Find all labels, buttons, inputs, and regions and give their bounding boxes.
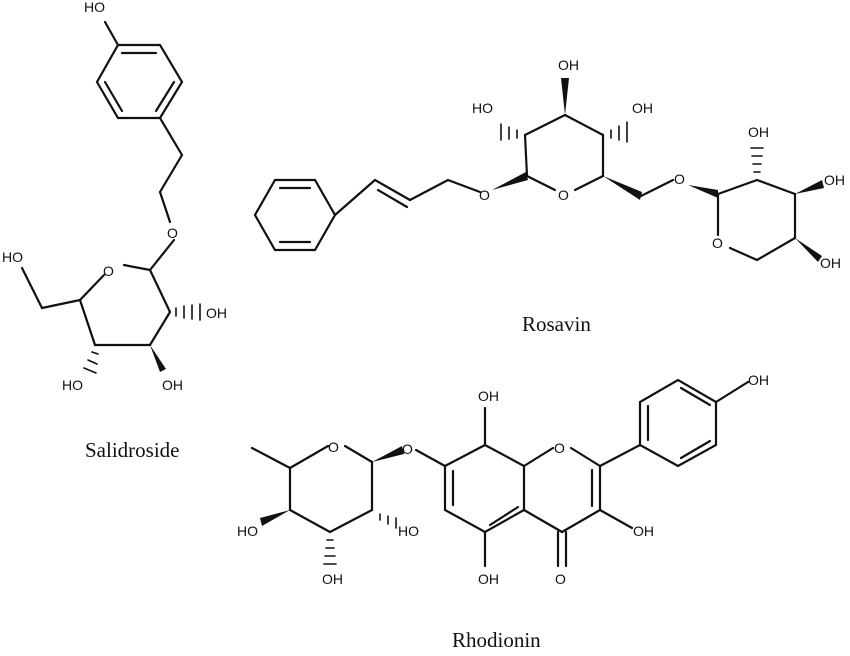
rhodionin-o-pyran-label: O <box>554 440 565 456</box>
rosavin-phenyl-ring <box>253 178 337 252</box>
rhodionin-o-sugar-ring-label: O <box>328 439 339 455</box>
rosavin-o-ring1-label: O <box>558 187 569 203</box>
rosavin-hash-2 <box>610 121 628 143</box>
rosavin-oh-left-label: HO <box>472 100 493 116</box>
salidroside-hash-bond <box>175 303 201 321</box>
salidroside-structure: HO O O HO OH HO OH <box>2 0 227 393</box>
rosavin-oh-right-label: OH <box>632 100 653 116</box>
rosavin-o-link2-label: O <box>674 171 685 187</box>
salidroside-hash-bond-2 <box>83 351 99 374</box>
rhodionin-oh-rham-right-label: HO <box>398 523 419 539</box>
rosavin-oh-ara-right-label: OH <box>824 172 845 188</box>
rhodionin-oh-rham-bottom-label: OH <box>322 571 343 587</box>
salidroside-oh-top-label: HO <box>84 0 105 15</box>
rhodionin-oh-c5-label: OH <box>478 571 499 587</box>
salidroside-benzene-ring <box>95 43 184 120</box>
rhodionin-name: Rhodionin <box>452 628 541 652</box>
salidroside-ch2oh-label: HO <box>2 249 23 265</box>
rosavin-hash-3 <box>750 147 764 173</box>
salidroside-oh-bl-label: HO <box>62 377 83 393</box>
rhodionin-hash-1 <box>379 513 397 529</box>
rosavin-o-link1-label: O <box>479 187 490 203</box>
rhodionin-a-ring <box>443 443 526 534</box>
rhodionin-oh-phenyl-label: OH <box>748 372 769 388</box>
salidroside-o-ring-label: O <box>103 263 114 279</box>
rosavin-hash-1 <box>500 123 518 141</box>
rhodionin-o-carbonyl-label: O <box>555 571 566 587</box>
salidroside-wedge-bond <box>150 345 166 372</box>
rosavin-oh-top-label: OH <box>558 57 579 73</box>
salidroside-oh-right-label: OH <box>206 305 227 321</box>
rhodionin-o-link-label: O <box>402 441 413 457</box>
salidroside-oh-bottom-label: OH <box>162 377 183 393</box>
rosavin-o-ring2-label: O <box>712 235 723 251</box>
rhodionin-hash-2 <box>323 539 337 565</box>
rhodionin-b-ring <box>638 378 718 468</box>
salidroside-name: Salidroside <box>85 438 180 462</box>
rhodionin-oh-c3-label: OH <box>633 523 654 539</box>
rosavin-structure: OH HO OH O O O OH OH O OH <box>253 57 845 271</box>
rosavin-oh-ara-bottom-label: OH <box>820 255 841 271</box>
rhodionin-ho-rham-left-label: HO <box>237 523 258 539</box>
rhodionin-structure: OH O O O OH HO HO OH OH O OH <box>237 372 769 587</box>
salidroside-o-link-label: O <box>167 225 178 241</box>
rosavin-oh-ara-top-label: OH <box>748 124 769 140</box>
rhodionin-oh-top-label: OH <box>478 388 499 404</box>
rosavin-name: Rosavin <box>522 312 591 336</box>
